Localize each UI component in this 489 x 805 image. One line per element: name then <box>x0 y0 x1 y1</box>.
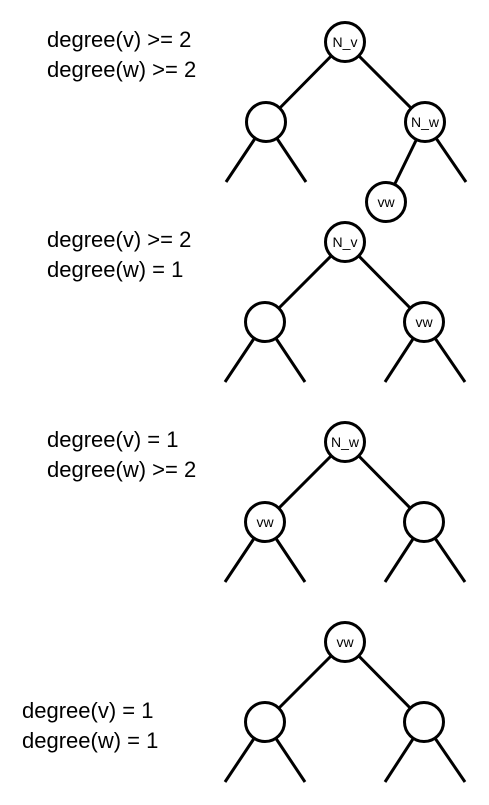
case-3-conditions: degree(v) = 1 degree(w) >= 2 <box>47 425 196 485</box>
case-1-tree: N_v N_w vw <box>224 21 468 223</box>
case-3-tree: N_w vw <box>223 421 467 583</box>
case-3-node-root <box>324 421 366 463</box>
case-2-condition-w: degree(w) = 1 <box>47 257 184 282</box>
case-2-node-left <box>244 301 286 343</box>
case-4-node-root <box>324 621 366 663</box>
case-1-condition-w: degree(w) >= 2 <box>47 57 197 82</box>
case-1-label-root: N_v <box>333 34 358 50</box>
case-1-node-right <box>404 101 446 143</box>
case-4-node-left <box>244 701 286 743</box>
case-4-condition-w: degree(w) = 1 <box>22 728 159 753</box>
case-1-node-root <box>324 21 366 63</box>
case-2-label-right: vw <box>415 314 433 330</box>
case-2-label-root: N_v <box>333 234 358 250</box>
case-4-conditions: degree(v) = 1 degree(w) = 1 <box>22 696 158 756</box>
case-3-label-left: vw <box>256 514 274 530</box>
case-3-condition-w: degree(w) >= 2 <box>47 457 197 482</box>
case-3-condition-v: degree(v) = 1 <box>47 427 179 452</box>
case-3-node-left <box>244 501 286 543</box>
case-2-condition-v: degree(v) >= 2 <box>47 227 192 252</box>
case-3-label-root: N_w <box>331 434 360 450</box>
case-4-condition-v: degree(v) = 1 <box>22 698 154 723</box>
case-1-condition-v: degree(v) >= 2 <box>47 27 192 52</box>
case-2-conditions: degree(v) >= 2 degree(w) = 1 <box>47 225 191 285</box>
case-4-node-right <box>403 701 445 743</box>
case-2-tree: N_v vw <box>223 221 467 383</box>
case-1-node-right-child <box>365 181 407 223</box>
case-2-node-right <box>403 301 445 343</box>
case-4-label-root: vw <box>336 634 354 650</box>
case-3-node-right <box>403 501 445 543</box>
case-1-label-right-child: vw <box>377 194 395 210</box>
case-2-node-root <box>324 221 366 263</box>
case-1-node-left <box>245 101 287 143</box>
case-1-conditions: degree(v) >= 2 degree(w) >= 2 <box>47 25 196 85</box>
case-1-label-right: N_w <box>411 114 440 130</box>
case-4-tree: vw <box>223 621 467 783</box>
